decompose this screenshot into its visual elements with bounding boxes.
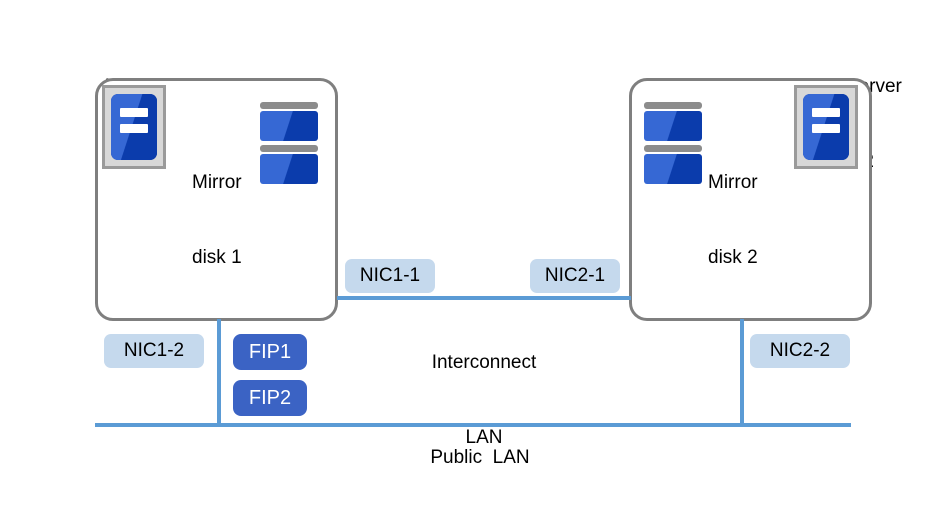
public-lan-label-line1: Public LAN: [430, 447, 530, 468]
diagram-canvas: Active server Server 1 Standby server Se…: [95, 76, 902, 468]
disk-unit: [260, 145, 318, 184]
disk-cap: [260, 102, 318, 109]
server-icon-2: [794, 85, 858, 169]
mirror-disk-icon-2: [644, 102, 702, 184]
disk-unit: [260, 102, 318, 141]
disk-unit: [644, 102, 702, 141]
fip-label-fip1[interactable]: FIP1: [233, 334, 307, 370]
disk-body: [260, 154, 318, 184]
disk-cap: [644, 145, 702, 152]
nic-label-nic1-1[interactable]: NIC1-1: [345, 259, 435, 293]
server-icon-slot-bar: [120, 108, 148, 117]
mirror-disk-label-1: Mirror disk 1: [192, 120, 242, 320]
server-chassis-icon: [111, 94, 157, 160]
interconnect-lan-label-line1: Interconnect: [431, 352, 537, 373]
server-chassis-icon: [803, 94, 849, 160]
server-icon-slot-bar: [812, 124, 840, 133]
disk-body: [644, 154, 702, 184]
public-lan-connector-server2: [740, 319, 744, 427]
disk-body: [260, 111, 318, 141]
public-lan-label: Public LAN: [370, 395, 590, 520]
nic-label-nic1-2[interactable]: NIC1-2: [104, 334, 204, 368]
mirror-disk-label-line1: Mirror: [192, 172, 242, 193]
nic-label-nic2-2[interactable]: NIC2-2: [750, 334, 850, 368]
server-icon-slot-bar: [812, 108, 840, 117]
disk-unit: [644, 145, 702, 184]
interconnect-lan-label: Interconnect LAN: [374, 300, 594, 500]
disk-cap: [260, 145, 318, 152]
disk-cap: [644, 102, 702, 109]
mirror-disk-icon-1: [260, 102, 318, 184]
nic-label-nic2-1[interactable]: NIC2-1: [530, 259, 620, 293]
public-lan-connector-server1: [217, 319, 221, 427]
interconnect-lan-label-line2: LAN: [465, 427, 503, 448]
fip-label-fip2[interactable]: FIP2: [233, 380, 307, 416]
mirror-disk-label-line2: disk 2: [708, 247, 758, 268]
public-lan-line: [95, 423, 851, 427]
server-icon-1: [102, 85, 166, 169]
mirror-disk-label-2: Mirror disk 2: [708, 120, 758, 320]
mirror-disk-label-line1: Mirror: [708, 172, 758, 193]
interconnect-lan-line: [337, 296, 631, 300]
disk-body: [644, 111, 702, 141]
mirror-disk-label-line2: disk 1: [192, 247, 242, 268]
server-icon-slot-bar: [120, 124, 148, 133]
